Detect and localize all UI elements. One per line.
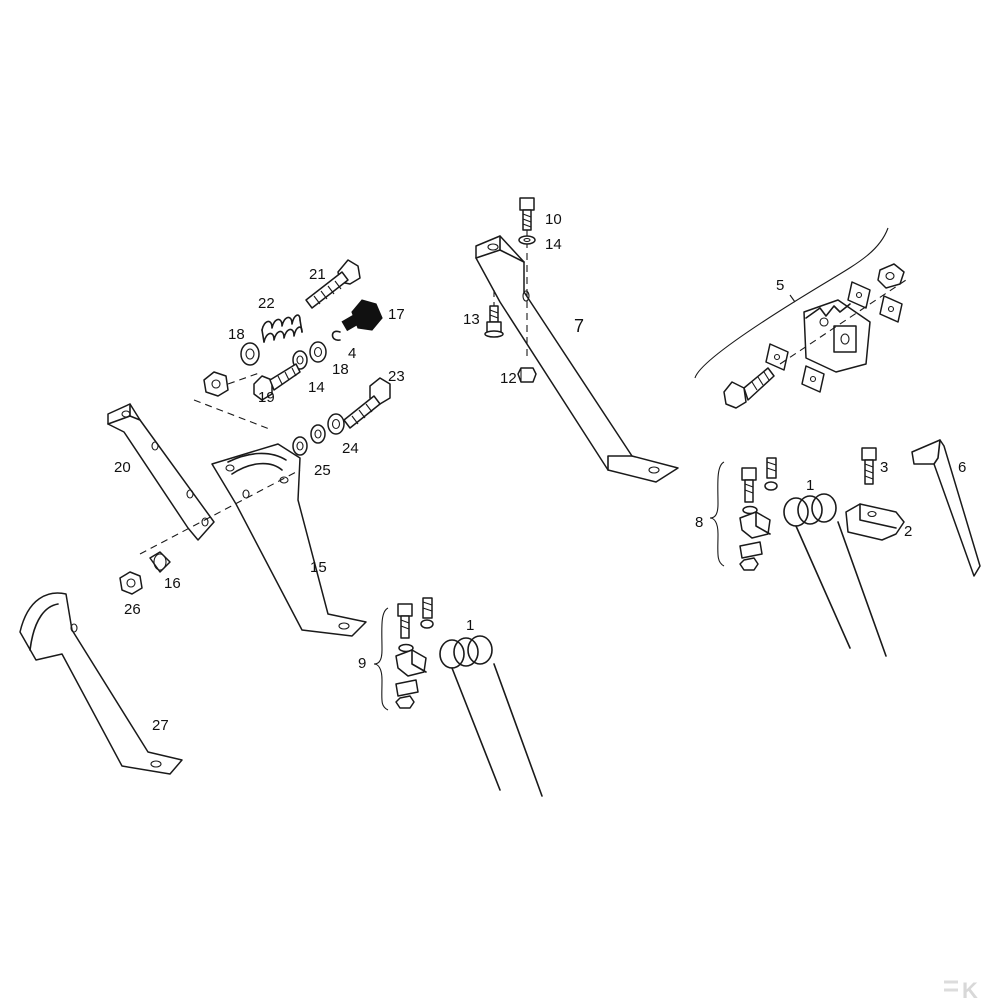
callout-4: 4 (348, 345, 356, 362)
part-25-washer (292, 436, 308, 456)
callout-5: 5 (776, 277, 784, 294)
part-3-bolt (861, 447, 877, 485)
callout-8: 8 (695, 514, 703, 531)
callout-16: 16 (164, 575, 181, 592)
callout-18: 18 (332, 361, 349, 378)
callout-labels: 10 14 13 7 12 5 21 22 17 18 4 18 19 14 2… (114, 211, 966, 734)
part-9-fastener-set (373, 597, 434, 711)
callout-1: 1 (806, 477, 814, 494)
callout-12: 12 (500, 370, 517, 387)
part-22-spring (261, 314, 303, 343)
part-26-nut (119, 571, 143, 595)
axis-line-upper (227, 371, 263, 385)
callout-10: 10 (545, 211, 562, 228)
part-6-tine-plate (911, 439, 981, 577)
part-1-spring-tine-left (439, 635, 543, 797)
callout-20: 20 (114, 459, 131, 476)
part-21-bolt (305, 259, 361, 309)
part-7-bracket (475, 205, 679, 483)
part-14-washer-top (518, 235, 536, 245)
callout-25: 25 (314, 462, 331, 479)
callout-6: 6 (958, 459, 966, 476)
callout-23: 23 (388, 368, 405, 385)
callout-9: 9 (358, 655, 366, 672)
part-18-washer-left (240, 342, 260, 366)
callout-17: 17 (388, 306, 405, 323)
part-17-knob (341, 299, 383, 332)
callout-1: 1 (466, 617, 474, 634)
callout-13: 13 (463, 311, 480, 328)
callout-24: 24 (342, 440, 359, 457)
callout-27: 27 (152, 717, 169, 734)
callout-19: 19 (258, 389, 275, 406)
part-24-washers (310, 413, 345, 444)
callout-18: 18 (228, 326, 245, 343)
callout-7: 7 (574, 316, 584, 336)
callout-14: 14 (545, 236, 562, 253)
callout-14: 14 (308, 379, 325, 396)
part-20-bracket (107, 403, 215, 541)
part-13-bolt (484, 305, 504, 338)
part-23-bolt (343, 377, 391, 429)
part-8-fastener-set (709, 457, 778, 571)
part-27-bracket (19, 592, 183, 775)
part-2-spacer (845, 503, 905, 541)
part-4-clip (331, 330, 341, 341)
axis-line-knob (193, 399, 273, 431)
callout-3: 3 (880, 459, 888, 476)
brand-mark: K (962, 978, 978, 1000)
part-18-washer-right (309, 341, 327, 363)
part-12-nut (517, 367, 537, 383)
part-16-bushing (149, 551, 171, 573)
part-15-bracket (139, 443, 367, 637)
part-1-spring-tine-right (783, 493, 887, 657)
callout-21: 21 (309, 266, 326, 283)
callout-22: 22 (258, 295, 275, 312)
part-19-bolt (253, 363, 301, 401)
kramp-logo-icon: K (944, 978, 978, 1000)
callout-26: 26 (124, 601, 141, 618)
part-10-bolt (519, 197, 535, 231)
callout-2: 2 (904, 523, 912, 540)
callout-15: 15 (310, 559, 327, 576)
nut-left (203, 371, 229, 397)
part-5-clamp-assembly (694, 227, 907, 409)
